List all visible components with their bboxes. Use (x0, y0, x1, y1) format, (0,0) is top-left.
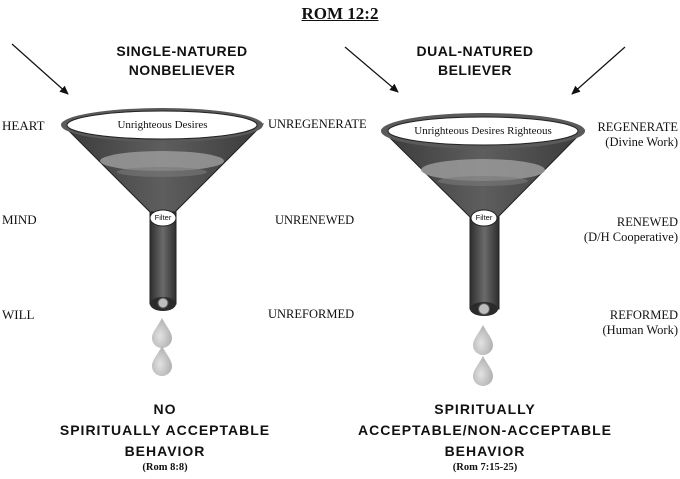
right-drop-icon (473, 325, 493, 355)
left-reference: (Rom 8:8) (142, 462, 188, 473)
right-filter-icon (470, 209, 498, 227)
right-stage-mind-label: RENEWED (616, 215, 678, 229)
right-stage-will-label: REFORMED (609, 308, 678, 322)
left-stage-will: UNREFORMED (268, 307, 355, 321)
left-heading-line2: NONBELIEVER (128, 62, 236, 78)
right-arrow-right (571, 46, 626, 95)
page-title: ROM 12:2 (301, 4, 379, 23)
left-heading: SINGLE-NATURED NONBELIEVER (62, 42, 302, 80)
left-stage-heart: UNREGENERATE (268, 117, 367, 131)
left-filter-label: Filter (154, 213, 172, 222)
right-outcome-line3: BEHAVIOR (444, 443, 526, 459)
left-funnel-text: Unrighteous Desires (117, 119, 208, 131)
left-outlet-icon (157, 297, 169, 309)
row-label-heart: HEART (2, 118, 45, 133)
left-filter-icon (149, 209, 177, 227)
right-heading: DUAL-NATURED BELIEVER (355, 42, 595, 80)
left-heading-line1: SINGLE-NATURED (116, 43, 248, 59)
right-reference: (Rom 7:15-25) (452, 462, 518, 473)
row-label-will: WILL (2, 307, 35, 322)
right-outcome-line1: SPIRITUALLY (434, 401, 536, 417)
right-funnel (380, 113, 586, 386)
right-stage-will-note: (Human Work) (602, 323, 678, 337)
right-drop-icon (473, 356, 493, 386)
right-stage-heart-label: REGENERATE (597, 120, 678, 134)
right-outcome: SPIRITUALLY ACCEPTABLE/NON-ACCEPTABLE BE… (335, 399, 635, 462)
left-arrow (11, 43, 69, 95)
left-outcome-line3: BEHAVIOR (124, 443, 206, 459)
left-outcome-line2: SPIRITUALLY ACCEPTABLE (59, 422, 271, 438)
left-stage-mind: UNRENEWED (275, 213, 355, 227)
left-outcome-line1: NO (153, 401, 177, 417)
left-drop-icon (152, 318, 172, 348)
left-drop-icon (152, 346, 172, 376)
left-outcome: NO SPIRITUALLY ACCEPTABLE BEHAVIOR (20, 399, 310, 462)
right-stage-mind: RENEWED (D/H Cooperative) (540, 215, 678, 245)
right-stage-will: REFORMED (Human Work) (560, 308, 678, 338)
right-stage-mind-note: (D/H Cooperative) (583, 230, 678, 244)
row-label-mind: MIND (2, 212, 37, 227)
right-stage-heart: REGENERATE (Divine Work) (560, 120, 678, 150)
right-funnel-text: Unrighteous Desires Righteous (414, 125, 552, 137)
right-stage-heart-note: (Divine Work) (605, 135, 678, 149)
right-heading-line2: BELIEVER (437, 62, 512, 78)
right-outcome-line2: ACCEPTABLE/NON-ACCEPTABLE (358, 422, 612, 438)
right-filter-label: Filter (475, 213, 493, 222)
right-heading-line1: DUAL-NATURED (416, 43, 534, 59)
right-outlet-icon (478, 303, 490, 315)
left-funnel (60, 108, 265, 376)
right-arrow-left (344, 46, 399, 93)
